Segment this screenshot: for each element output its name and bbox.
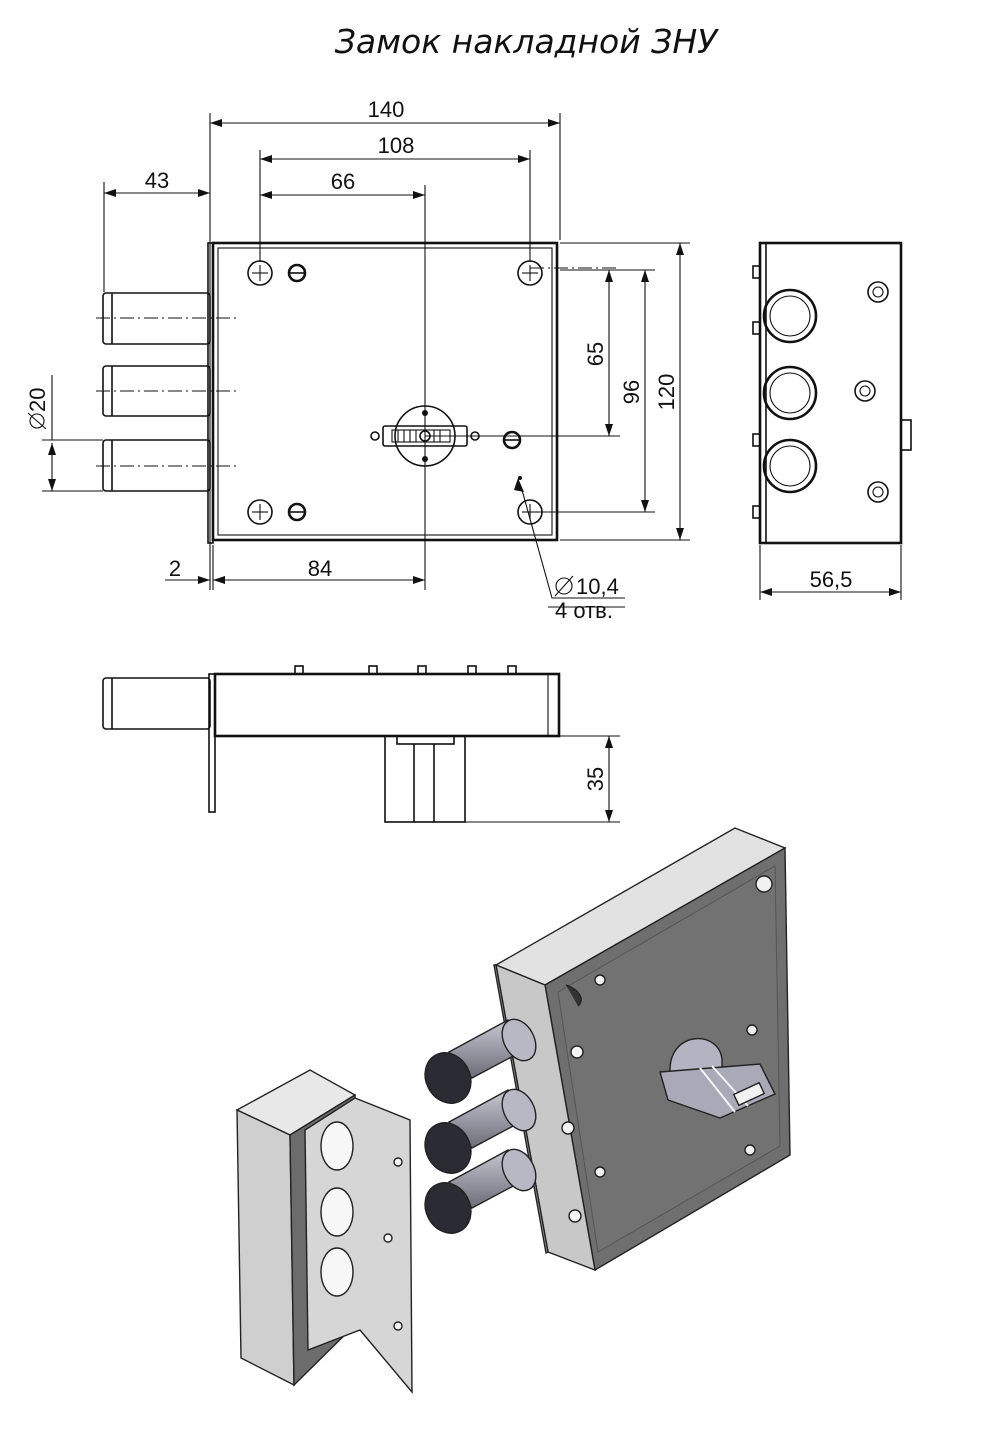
iso-bolt-top [424,1018,537,1104]
dimension-labels: 140 108 66 43 65 96 120 20 2 84 10,4 4 о… [25,97,852,791]
top-view [102,665,620,823]
side-view [752,241,912,600]
screw-3 [502,430,522,450]
mounting-hole-bottom-left [247,499,273,525]
screw-2 [287,502,307,522]
dim-120: 120 [654,374,679,411]
mounting-hole-top-right [517,260,543,286]
front-view [42,113,690,608]
dim-hole-diameter: 10,4 [576,574,619,599]
dim-20: 20 [25,388,50,412]
iso-bolt-bottom [424,1148,537,1234]
dim-96: 96 [619,380,644,404]
dim-43: 43 [145,168,169,193]
dim-2: 2 [169,556,181,581]
dim-56-5: 56,5 [810,567,853,592]
mounting-hole-top-left [247,260,273,286]
drawing-title: Замок накладной ЗНУ [334,22,718,61]
dim-66: 66 [331,169,355,194]
screw-1 [287,263,307,283]
iso-bolt-middle [424,1088,537,1174]
isometric-view [235,827,791,1394]
dim-65: 65 [583,342,608,366]
dim-140: 140 [368,97,405,122]
lock-body [211,241,559,542]
dim-108: 108 [378,133,415,158]
iso-strike-plate [304,1097,413,1394]
dim-35: 35 [583,767,608,791]
dim-hole-count: 4 отв. [555,598,613,623]
iso-strike-side [236,1108,295,1387]
dim-84: 84 [308,556,332,581]
